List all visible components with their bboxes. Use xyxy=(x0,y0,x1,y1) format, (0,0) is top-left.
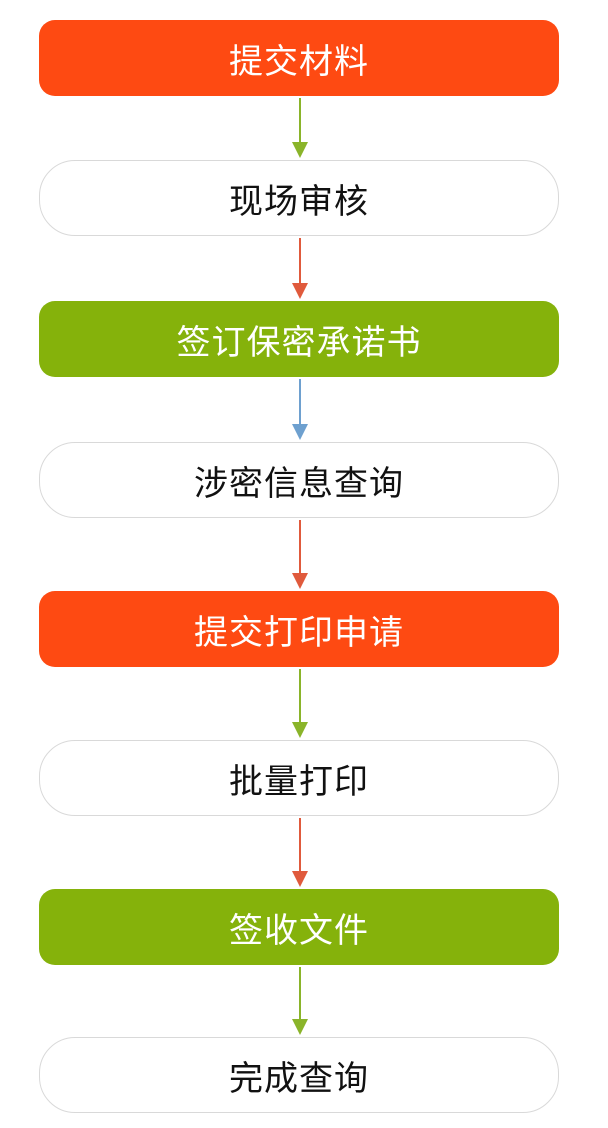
arrow-head xyxy=(292,142,308,158)
arrow-head xyxy=(292,871,308,887)
step-classified-info-query: 涉密信息查询 xyxy=(39,442,559,518)
arrow-head xyxy=(292,424,308,440)
flow-arrow-3 xyxy=(289,379,311,440)
step-complete-query: 完成查询 xyxy=(39,1037,559,1113)
arrow-shape xyxy=(292,669,308,738)
flow-arrow-7 xyxy=(289,967,311,1035)
arrow-head xyxy=(292,1019,308,1035)
arrow-shape xyxy=(292,520,308,589)
arrow-head xyxy=(292,573,308,589)
step-sign-confidentiality-pledge: 签订保密承诺书 xyxy=(39,301,559,377)
arrow-shape xyxy=(292,967,308,1035)
flow-arrow-2 xyxy=(289,238,311,299)
flow-arrow-1 xyxy=(289,98,311,158)
step-onsite-review: 现场审核 xyxy=(39,160,559,236)
arrow-head xyxy=(292,722,308,738)
step-batch-print: 批量打印 xyxy=(39,740,559,816)
flow-arrow-5 xyxy=(289,669,311,738)
step-submit-print-request: 提交打印申请 xyxy=(39,591,559,667)
flow-arrow-4 xyxy=(289,520,311,589)
step-sign-for-documents: 签收文件 xyxy=(39,889,559,965)
arrow-head xyxy=(292,283,308,299)
arrow-shape xyxy=(292,379,308,440)
arrow-shape xyxy=(292,818,308,887)
arrow-shape xyxy=(292,98,308,158)
flow-arrow-6 xyxy=(289,818,311,887)
arrow-shape xyxy=(292,238,308,299)
step-submit-materials: 提交材料 xyxy=(39,20,559,96)
